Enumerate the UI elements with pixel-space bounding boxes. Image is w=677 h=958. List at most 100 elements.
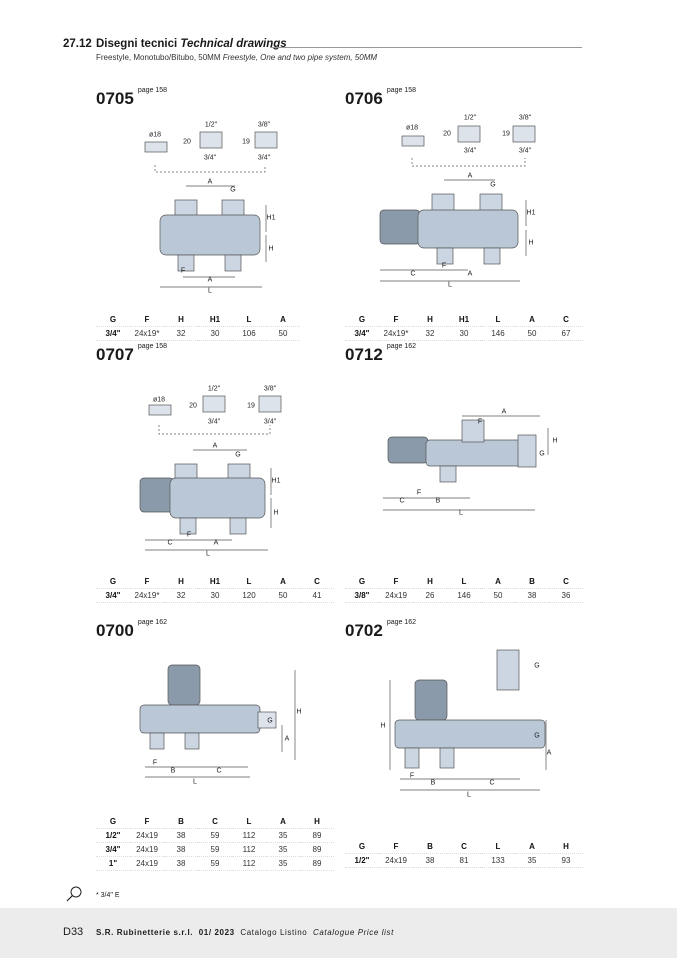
table-cell: 30 <box>447 327 481 341</box>
table-cell: F <box>379 313 413 327</box>
table-cell: L <box>232 313 266 327</box>
table-cell: F <box>130 575 164 589</box>
dimension-label: L <box>459 509 463 517</box>
subtitle-en: Freestyle, One and two pipe system, 50MM <box>222 53 378 62</box>
table-cell: 32 <box>413 327 447 341</box>
page-ref: page 162 <box>386 343 417 350</box>
table-cell: 59 <box>198 829 232 843</box>
dimension-label: L <box>467 791 471 799</box>
dimension-label: ø18 <box>152 396 166 404</box>
table-cell: H <box>300 815 334 829</box>
dimension-label: A <box>212 442 218 450</box>
dimension-label: F <box>409 772 415 780</box>
dimension-label: H <box>552 437 558 445</box>
table-cell: L <box>481 313 515 327</box>
dimension-label: 3/8" <box>257 121 271 129</box>
table-cell: 38 <box>164 843 198 857</box>
table-cell: B <box>515 575 549 589</box>
table-cell: B <box>413 840 447 854</box>
page-ref: page 158 <box>137 87 168 94</box>
dimension-label: F <box>477 418 483 426</box>
table-cell: 112 <box>232 829 266 843</box>
dimension-label: L <box>208 287 212 295</box>
dimension-label: 20 <box>443 130 451 138</box>
table-cell: G <box>96 313 130 327</box>
dimension-label: H <box>380 722 386 730</box>
table-cell: 41 <box>300 589 334 603</box>
section-number: 27.12 <box>63 38 92 50</box>
dimension-label: 3/4" <box>518 147 532 155</box>
dimension-label: 19 <box>502 130 510 138</box>
dimension-label: H1 <box>266 214 276 222</box>
table-cell: A <box>266 313 300 327</box>
table-cell: A <box>266 575 300 589</box>
dimension-label: 3/4" <box>207 418 221 426</box>
table-cell: 38 <box>413 854 447 868</box>
dimension-label: A <box>284 735 290 743</box>
table-cell: 24x19* <box>130 589 164 603</box>
dimension-label: G <box>235 451 241 459</box>
table-cell: 112 <box>232 843 266 857</box>
table-cell: 24x19 <box>379 854 413 868</box>
table-cell: 36 <box>549 589 583 603</box>
table-cell: 3/4" <box>96 589 130 603</box>
table-cell: 67 <box>549 327 583 341</box>
table-cell: 50 <box>515 327 549 341</box>
table-cell: G <box>96 575 130 589</box>
table-cell: A <box>515 840 549 854</box>
title-en: Technical drawings <box>180 38 287 50</box>
dimension-label: 3/4" <box>463 147 477 155</box>
table-cell: H1 <box>447 313 481 327</box>
dimension-label: 1/2" <box>204 121 218 129</box>
dimension-label: H <box>268 245 274 253</box>
table-cell: C <box>549 313 583 327</box>
dimension-label: 3/4" <box>257 154 271 162</box>
table-cell: 106 <box>232 327 266 341</box>
table-cell: H <box>549 840 583 854</box>
table-cell: B <box>164 815 198 829</box>
title-rule <box>270 47 582 48</box>
dimension-label: G <box>230 186 236 194</box>
table-cell: H1 <box>198 575 232 589</box>
table-cell: 35 <box>266 829 300 843</box>
dimension-label: H <box>296 708 302 716</box>
dimension-label: 1/2" <box>207 385 221 393</box>
dimension-label: 3/4" <box>203 154 217 162</box>
dimension-label: C <box>410 270 416 278</box>
table-cell: 120 <box>232 589 266 603</box>
dimension-label: H <box>528 239 534 247</box>
table-cell: 93 <box>549 854 583 868</box>
title-it: Disegni tecnici <box>96 38 178 50</box>
table-cell: F <box>130 815 164 829</box>
table-cell: H <box>413 575 447 589</box>
dimension-label: B <box>435 497 441 505</box>
table-cell: 50 <box>266 589 300 603</box>
table-cell: 3/4" <box>96 843 130 857</box>
table-cell: 32 <box>164 589 198 603</box>
dimension-label: A <box>467 270 473 278</box>
table-cell: 30 <box>198 327 232 341</box>
dimension-label: B <box>430 779 436 787</box>
table-cell: 89 <box>300 857 334 871</box>
table-cell: A <box>515 313 549 327</box>
dimension-label: 1/2" <box>463 114 477 122</box>
table-cell: 112 <box>232 857 266 871</box>
table-cell: L <box>481 840 515 854</box>
table-cell: 81 <box>447 854 481 868</box>
table-cell: F <box>379 575 413 589</box>
table-cell: 35 <box>266 857 300 871</box>
